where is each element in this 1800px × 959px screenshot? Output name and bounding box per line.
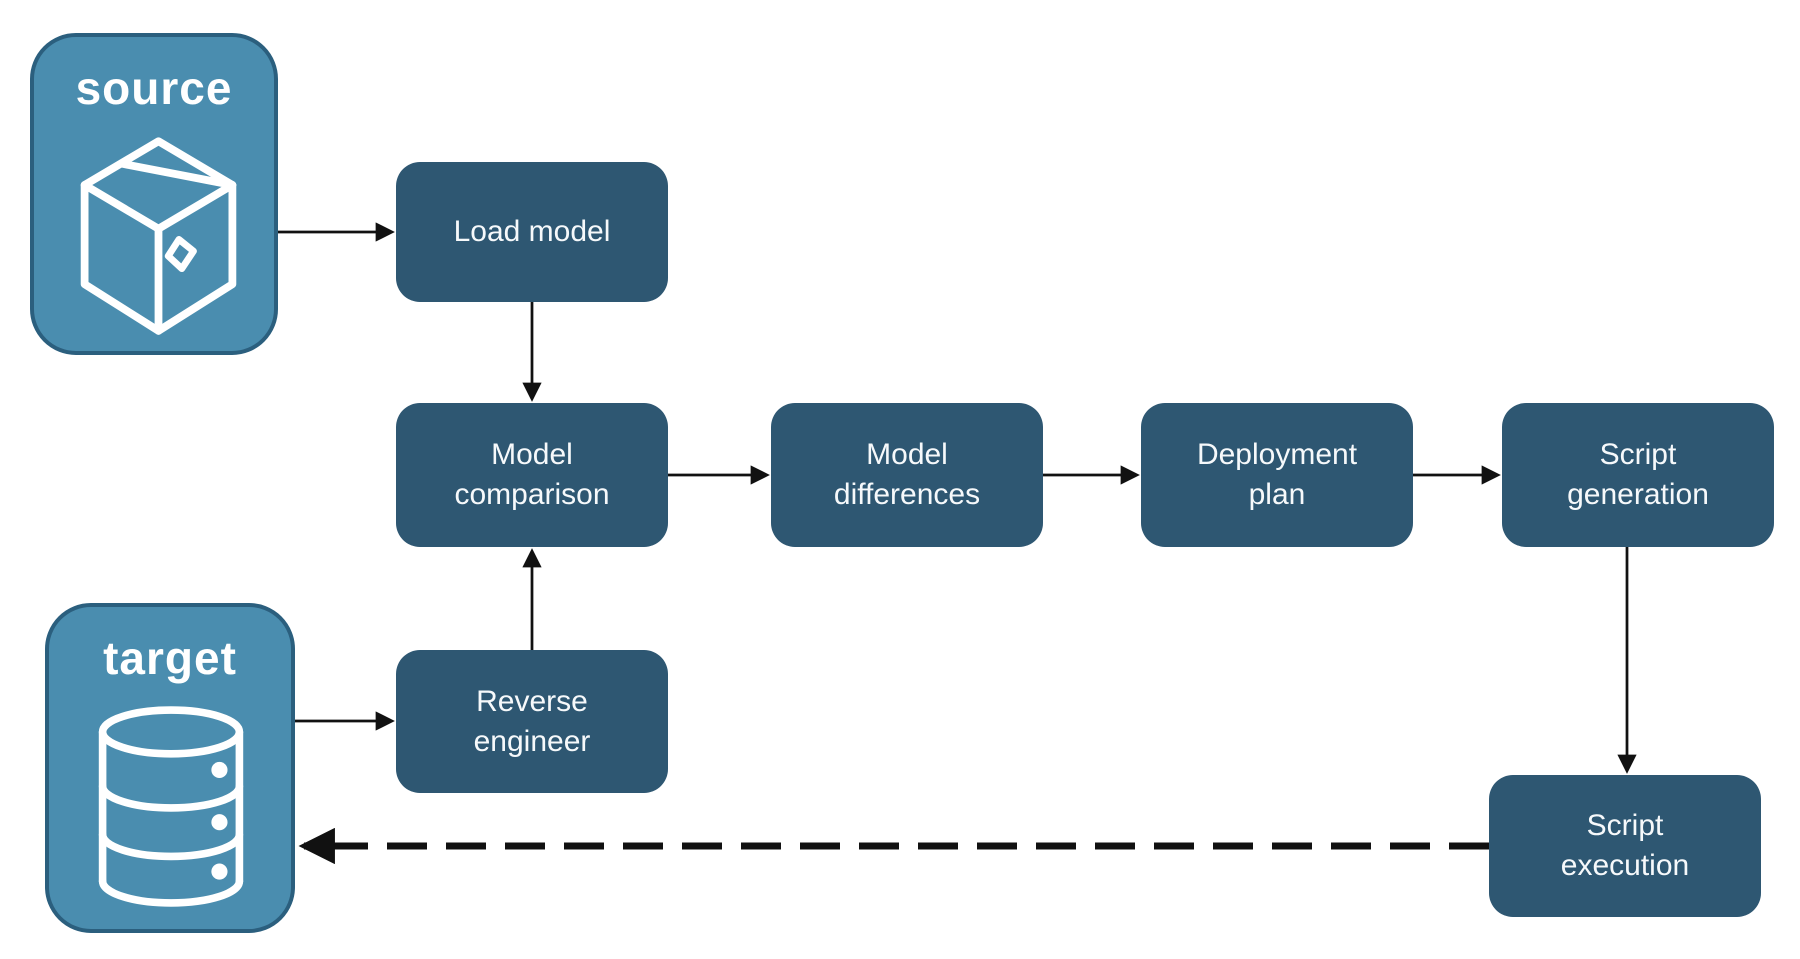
node-label: Load model <box>453 215 611 249</box>
node-reverse-engineer: Reverse engineer <box>396 650 668 793</box>
node-load-model: Load model <box>396 162 668 302</box>
node-model-differences: Model differences <box>771 403 1043 547</box>
entity-source: source <box>30 33 278 355</box>
node-script-execution: Script execution <box>1489 775 1761 917</box>
source-label: source <box>75 62 233 114</box>
database-icon <box>98 706 244 907</box>
node-label: Deployment plan <box>1196 438 1358 511</box>
node-deployment-plan: Deployment plan <box>1141 403 1413 547</box>
node-label: Model differences <box>833 438 981 511</box>
node-model-comparison: Model comparison <box>396 403 668 547</box>
node-label: Model comparison <box>454 438 610 511</box>
package-icon <box>80 137 237 335</box>
node-label: Reverse engineer <box>473 684 591 758</box>
node-label: Script execution <box>1560 809 1690 882</box>
node-label: Script generation <box>1567 438 1709 511</box>
entity-target: target <box>45 603 295 933</box>
target-label: target <box>103 632 237 684</box>
node-script-generation: Script generation <box>1502 403 1774 547</box>
